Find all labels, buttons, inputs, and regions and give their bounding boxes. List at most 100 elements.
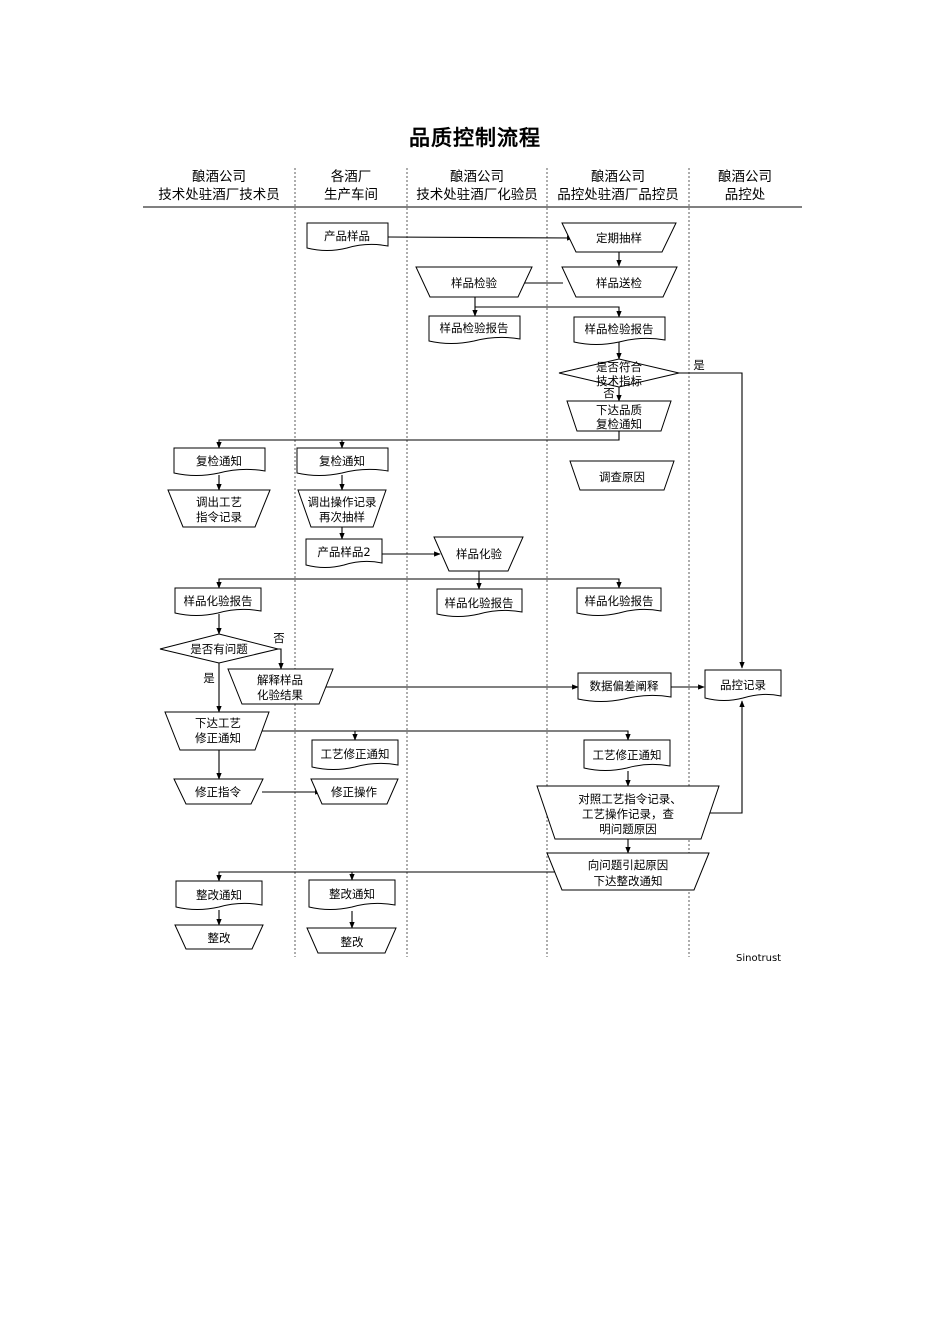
node-issue-correction: 下达工艺 bbox=[195, 716, 241, 730]
node-recheck-issue: 下达品质 bbox=[596, 403, 642, 417]
connector bbox=[216, 871, 558, 882]
connector bbox=[387, 235, 574, 241]
node-inspection-report: 样品检验报告 bbox=[585, 322, 654, 336]
node-process-correction: 工艺修正通知 bbox=[321, 747, 390, 761]
node-rectify-notice: 整改通知 bbox=[196, 888, 242, 902]
document-shape bbox=[577, 672, 672, 702]
connector bbox=[475, 306, 622, 318]
node-retrieve-process: 调出工艺 bbox=[196, 495, 242, 509]
process-shape bbox=[306, 927, 397, 954]
node-recheck-notice: 复检通知 bbox=[196, 454, 242, 468]
node-rectify-issue: 下达整改通知 bbox=[594, 874, 663, 888]
connector bbox=[216, 571, 480, 589]
lane-header-lab-staff: 酿酒公司 技术处驻酒厂化验员 bbox=[407, 168, 547, 204]
process-shape bbox=[167, 489, 271, 528]
process-shape bbox=[569, 460, 675, 491]
document-shape bbox=[704, 669, 782, 701]
node-compare-records: 明问题原因 bbox=[599, 822, 657, 836]
document-shape bbox=[308, 879, 396, 910]
lane-header-line2: 技术处驻酒厂技术员 bbox=[158, 187, 280, 203]
document-shape bbox=[311, 739, 399, 770]
node-explain-result: 解释样品 bbox=[257, 673, 303, 687]
node-process-correction: 工艺修正通知 bbox=[593, 748, 662, 762]
connector bbox=[705, 700, 745, 814]
lane-header-line2: 技术处驻酒厂化验员 bbox=[416, 187, 538, 203]
document-shape bbox=[428, 315, 521, 344]
process-shape bbox=[433, 536, 524, 572]
decision-shape bbox=[159, 633, 279, 664]
lane-header-tech-staff: 酿酒公司 技术处驻酒厂技术员 bbox=[143, 168, 295, 204]
node-assay-report: 样品化验报告 bbox=[184, 594, 253, 608]
node-retrieve-process: 指令记录 bbox=[196, 510, 242, 524]
document-shape bbox=[173, 447, 266, 476]
node-meets-standard: 是否符合 bbox=[596, 360, 642, 374]
branch-label-no: 否 bbox=[273, 631, 285, 645]
node-qc-record: 品控记录 bbox=[720, 678, 766, 692]
document-shape bbox=[576, 587, 662, 616]
lane-header-qc-staff: 酿酒公司 品控处驻酒厂品控员 bbox=[547, 168, 689, 204]
node-assay-report: 样品化验报告 bbox=[445, 596, 514, 610]
branch-label-yes: 是 bbox=[203, 671, 215, 685]
process-shape bbox=[415, 266, 533, 298]
connector bbox=[255, 730, 631, 741]
node-correction-operation: 修正操作 bbox=[331, 785, 377, 799]
lane-header-line1: 酿酒公司 bbox=[718, 169, 772, 185]
process-shape bbox=[561, 266, 678, 298]
process-shape bbox=[310, 778, 399, 805]
node-recheck-notice: 复检通知 bbox=[319, 454, 365, 468]
node-rectify-issue: 向问题引起原因 bbox=[588, 858, 669, 872]
document-shape bbox=[306, 222, 389, 251]
node-has-problem: 是否有问题 bbox=[190, 642, 248, 656]
connector bbox=[479, 578, 622, 589]
node-correction-order: 修正指令 bbox=[195, 785, 241, 799]
process-shape bbox=[227, 668, 334, 705]
node-product-sample: 产品样品 bbox=[324, 229, 370, 243]
node-rectify: 整改 bbox=[341, 935, 364, 949]
process-shape bbox=[164, 711, 270, 751]
node-periodic-sampling: 定期抽样 bbox=[596, 231, 642, 245]
document-shape bbox=[436, 588, 523, 617]
lane-header-line1: 酿酒公司 bbox=[450, 169, 504, 185]
document-shape bbox=[296, 447, 389, 476]
node-meets-standard: 技术指标 bbox=[596, 374, 642, 388]
connector bbox=[679, 372, 745, 669]
footer-watermark: Sinotrust bbox=[736, 953, 781, 964]
node-issue-correction: 修正通知 bbox=[195, 731, 241, 745]
branch-label-no: 否 bbox=[603, 386, 615, 400]
node-retrieve-ops: 再次抽样 bbox=[319, 510, 365, 524]
node-rectify: 整改 bbox=[208, 931, 231, 945]
node-sample-send: 样品送检 bbox=[596, 276, 642, 290]
node-assay-report: 样品化验报告 bbox=[585, 594, 654, 608]
node-compare-records: 对照工艺指令记录、 bbox=[578, 792, 682, 806]
lane-header-line2: 品控处 bbox=[724, 187, 766, 203]
node-compare-records: 工艺操作记录，查 bbox=[582, 807, 674, 821]
node-sample-assay: 样品化验 bbox=[456, 547, 502, 561]
lane-header-line2: 品控处驻酒厂品控员 bbox=[557, 187, 679, 203]
process-shape bbox=[297, 489, 387, 528]
node-recheck-issue: 复检通知 bbox=[596, 417, 642, 431]
process-shape bbox=[536, 785, 720, 840]
node-rectify-notice: 整改通知 bbox=[329, 887, 375, 901]
node-explain-result: 化验结果 bbox=[257, 688, 303, 702]
document-shape bbox=[583, 739, 671, 771]
lane-header-line2: 生产车间 bbox=[324, 187, 378, 203]
lane-header-workshop: 各酒厂 生产车间 bbox=[295, 168, 407, 204]
connector bbox=[272, 648, 284, 670]
process-shape bbox=[174, 924, 264, 950]
node-sample-inspection: 样品检验 bbox=[451, 276, 497, 290]
node-retrieve-ops: 调出操作记录 bbox=[308, 495, 377, 509]
node-product-sample-2: 产品样品2 bbox=[317, 545, 370, 559]
connector bbox=[216, 431, 620, 449]
decision-shape bbox=[558, 358, 680, 388]
document-shape bbox=[174, 587, 262, 616]
document-shape bbox=[175, 880, 263, 910]
lane-header-line1: 各酒厂 bbox=[330, 169, 372, 185]
process-shape bbox=[173, 778, 264, 805]
node-inspection-report: 样品检验报告 bbox=[440, 321, 509, 335]
node-investigate-cause: 调查原因 bbox=[599, 470, 645, 484]
lane-header-line1: 酿酒公司 bbox=[192, 169, 246, 185]
node-data-deviation: 数据偏差阐释 bbox=[590, 679, 659, 693]
page-title: 品质控制流程 bbox=[409, 126, 541, 150]
lane-header-line1: 酿酒公司 bbox=[591, 169, 645, 185]
